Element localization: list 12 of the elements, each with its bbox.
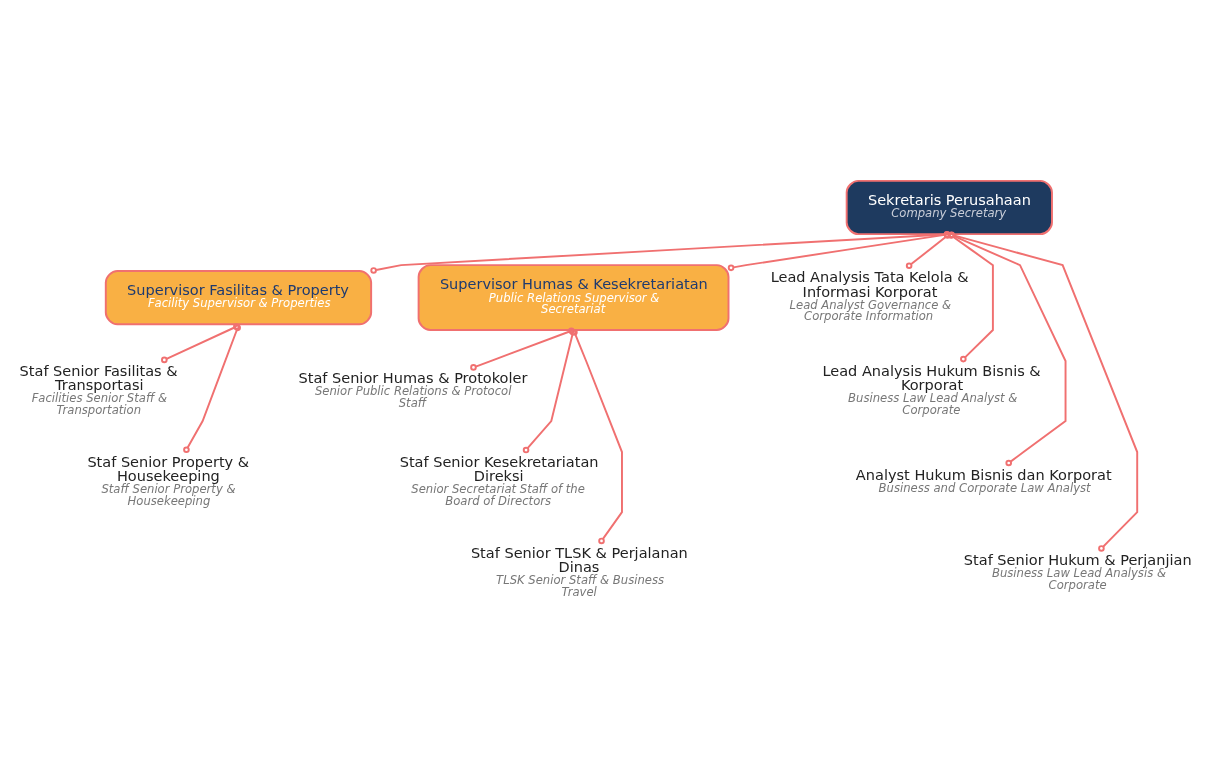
node-text: Staf Senior Humas & Protokoler Senior Public Relations & Protocol Staff [298,369,528,410]
node-text: Staf Senior Fasilitas & Transportasi Facilities Senior Staff & Transportation [19,362,178,417]
node-box: Sekretaris Perusahaan Company Secretary [845,179,1053,235]
node-box: Supervisor Humas & Kesekretariatan Public Relations Supervisor & Secretariat [417,263,730,331]
node-text: Staf Senior TLSK & Perjalanan Dinas TLSK Senior Staff & Business Travel [470,544,688,599]
node-text: Lead Analysis Hukum Bisnis & Korporat Business Law Lead Analyst & Corporate [822,362,1041,417]
node-text: Lead Analysis Tata Kelola & Informasi Korporat Lead Analyst Governance & Corporate Information [770,268,969,323]
node-text: Staf Senior Hukum & Perjanjian Business Law Lead Analysis & Corporate [963,551,1192,592]
node-text: Analyst Hukum Bisnis dan Korporat Business and Corporate Law Analyst [855,466,1112,495]
node-text: Staf Senior Property & Housekeeping Staff Senior Property & Housekeeping [87,453,250,508]
node-box: Supervisor Fasilitas & Property Facility Supervisor & Properties [104,269,373,325]
node-text: Staf Senior Kesekretariatan Direksi Senior Secretariat Staff of the Board of Directors [399,453,599,508]
